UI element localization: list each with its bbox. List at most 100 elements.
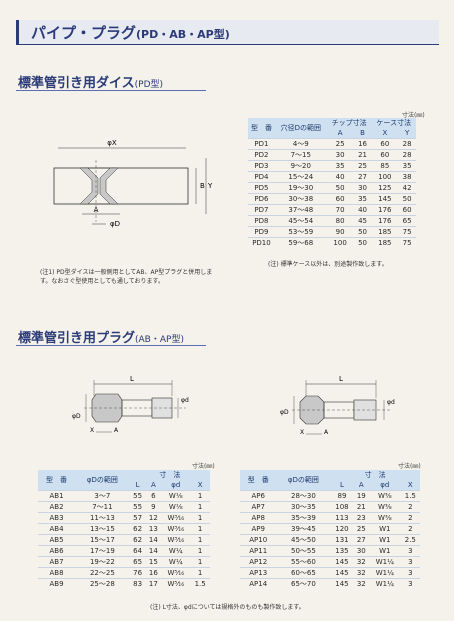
table-cell: AP13 <box>240 567 277 579</box>
table-cell: W⅛ <box>161 501 191 513</box>
table-cell: 65 <box>129 556 146 568</box>
table-cell: 1 <box>190 501 210 513</box>
pd-header-range: 穴径Dの範囲 <box>280 124 321 132</box>
unit-label-ab: 寸法(㎜) <box>192 463 215 470</box>
table-cell: AB5 <box>38 534 76 546</box>
pd-header-chip: チップ寸法 <box>331 119 367 127</box>
ap-dim-l: L <box>339 375 343 383</box>
table-cell: W1¼ <box>369 567 401 579</box>
table-cell: 1 <box>190 556 210 568</box>
table-cell: AP9 <box>240 523 277 535</box>
table-cell: W¼ <box>161 545 191 557</box>
die-diagram: φX B Y A φD <box>53 139 213 228</box>
table-cell: 145 <box>330 578 354 589</box>
table-cell: 75 <box>398 237 416 248</box>
table-cell: 85 <box>371 160 399 172</box>
table-cell: 64 <box>129 545 146 557</box>
ab-dim-x: X <box>90 427 94 434</box>
table-cell: AB4 <box>38 523 76 535</box>
table-cell: 145 <box>330 567 354 579</box>
table-cell: 55～60 <box>276 556 331 568</box>
table-cell: 55 <box>129 490 146 502</box>
dim-b-label: B <box>200 182 205 190</box>
section-plugs-sub: (AB・AP型) <box>135 335 184 345</box>
table-cell: 21 <box>353 501 370 513</box>
table-cell: 28 <box>398 138 416 150</box>
ab-header-range: φDの範囲 <box>86 476 118 484</box>
table-cell: 108 <box>330 501 354 513</box>
ab-header-model: 型 番 <box>46 476 68 484</box>
table-cell: 42 <box>398 182 416 194</box>
table-cell: 1 <box>190 534 210 546</box>
pd-subheader-x: X <box>382 129 388 137</box>
table-cell: 16 <box>353 138 372 150</box>
table-cell: W³⁄₁₆ <box>161 523 191 535</box>
table-cell: W⅛ <box>161 490 191 502</box>
table-cell: PD7 <box>248 204 275 216</box>
table-cell: W1¼ <box>369 578 401 589</box>
table-cell: 30 <box>326 149 354 161</box>
table-cell: 50～55 <box>276 545 331 557</box>
table-cell: 45～54 <box>274 215 327 227</box>
dim-a-label: A <box>94 206 99 214</box>
table-cell: AB6 <box>38 545 76 557</box>
ap-header-range: φDの範囲 <box>287 476 319 484</box>
table-cell: 19 <box>353 490 370 502</box>
table-cell: PD2 <box>248 149 275 161</box>
table-cell: 2 <box>400 512 420 524</box>
table-cell: 45～50 <box>276 534 331 546</box>
table-cell: 9 <box>145 501 162 513</box>
table-cell: 13～15 <box>75 523 130 535</box>
table-cell: 25 <box>326 138 354 150</box>
ap-plug-diagram: L φd φD X A <box>280 375 395 436</box>
table-cell: 9～20 <box>274 160 327 172</box>
section-dies-title: 標準管引き用ダイス <box>18 76 135 91</box>
table-cell: 38 <box>398 171 416 183</box>
table-cell: W1 <box>369 523 401 535</box>
table-cell: PD4 <box>248 171 275 183</box>
table-cell: 35 <box>326 160 354 172</box>
table-cell: 55 <box>129 501 146 513</box>
pd-table-header: 型 番 穴径Dの範囲 チップ寸法 ケース寸法 <box>248 118 416 132</box>
table-cell: 65～70 <box>276 578 331 589</box>
table-cell: 15～17 <box>75 534 130 546</box>
table-cell: AP11 <box>240 545 277 557</box>
table-cell: 83 <box>129 578 146 589</box>
table-cell: 60～65 <box>276 567 331 579</box>
table-cell: 3 <box>400 578 420 589</box>
pd-subheader-b: B <box>360 129 365 137</box>
ap-header-model: 型 番 <box>247 476 269 484</box>
ab-subheader-x: X <box>197 481 203 489</box>
pd-header-case: ケース寸法 <box>376 119 412 127</box>
table-cell: 89 <box>330 490 354 502</box>
table-cell: 1 <box>190 523 210 535</box>
table-cell: 113 <box>330 512 354 524</box>
table-cell: W³⁄₁₆ <box>161 534 191 546</box>
table-cell: W¼ <box>161 556 191 568</box>
table-cell: 39～45 <box>276 523 331 535</box>
table-cell: AB2 <box>38 501 76 513</box>
table-cell: W1 <box>369 545 401 557</box>
table-cell: 40 <box>326 171 354 183</box>
table-cell: W⁵⁄₁₆ <box>161 567 191 579</box>
table-cell: AB1 <box>38 490 76 502</box>
table-cell: PD6 <box>248 193 275 205</box>
ab-dim-d: φD <box>72 413 81 420</box>
table-cell: W³⁄₁₆ <box>161 512 191 524</box>
table-cell: W⅜ <box>369 490 401 502</box>
table-cell: 1 <box>190 567 210 579</box>
table-cell: 3～7 <box>75 490 130 502</box>
